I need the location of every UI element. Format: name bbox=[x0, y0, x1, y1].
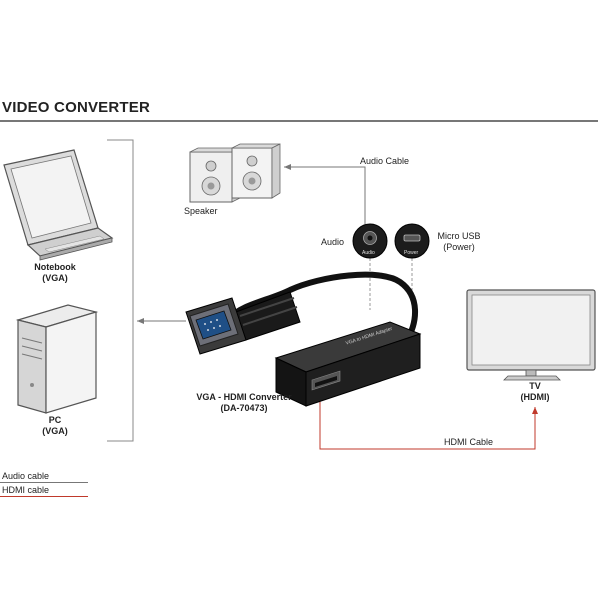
micro-usb-label: Micro USB (Power) bbox=[432, 231, 486, 253]
adapter-power-port-label: Power bbox=[404, 250, 419, 256]
vga-hdmi-adapter bbox=[185, 271, 422, 407]
notebook-name: Notebook bbox=[34, 262, 76, 272]
micro-usb-name: Micro USB bbox=[437, 231, 481, 241]
micro-usb-sublabel: (Power) bbox=[443, 242, 475, 252]
audio-cable-line bbox=[284, 164, 366, 230]
audio-cable-label: Audio Cable bbox=[360, 156, 410, 166]
tv-icon bbox=[466, 289, 596, 381]
adapter-name: VGA - HDMI Converter bbox=[196, 392, 292, 402]
legend-hdmi-line bbox=[0, 496, 88, 497]
hdmi-cable-line bbox=[319, 400, 538, 450]
adapter-model: (DA-70473) bbox=[220, 403, 268, 413]
legend-audio-label: Audio cable bbox=[2, 471, 50, 481]
audio-port-label: Audio bbox=[321, 237, 345, 247]
pc-label: PC (VGA) bbox=[30, 415, 80, 437]
tv-name: TV bbox=[529, 381, 541, 391]
legend-audio-line bbox=[0, 482, 88, 483]
adapter-audio-port-label: Audio bbox=[362, 250, 375, 256]
tv-port: (HDMI) bbox=[520, 392, 550, 402]
laptop-icon bbox=[3, 149, 114, 261]
tv-label: TV (HDMI) bbox=[505, 381, 565, 403]
notebook-label: Notebook (VGA) bbox=[20, 262, 90, 284]
speaker-label: Speaker bbox=[184, 206, 218, 216]
speaker-icon bbox=[189, 143, 281, 203]
title-divider bbox=[0, 120, 598, 122]
legend-hdmi-label: HDMI cable bbox=[2, 485, 50, 495]
pc-port: (VGA) bbox=[42, 426, 68, 436]
pc-tower-icon bbox=[15, 304, 99, 414]
hdmi-cable-label: HDMI Cable bbox=[444, 437, 494, 447]
source-bracket bbox=[107, 139, 134, 442]
notebook-port: (VGA) bbox=[42, 273, 68, 283]
page-title: VIDEO CONVERTER bbox=[2, 99, 151, 116]
pc-name: PC bbox=[48, 415, 62, 425]
audio-jack-icon bbox=[352, 223, 388, 259]
micro-usb-icon bbox=[394, 223, 430, 259]
adapter-label: VGA - HDMI Converter (DA-70473) bbox=[182, 392, 306, 414]
